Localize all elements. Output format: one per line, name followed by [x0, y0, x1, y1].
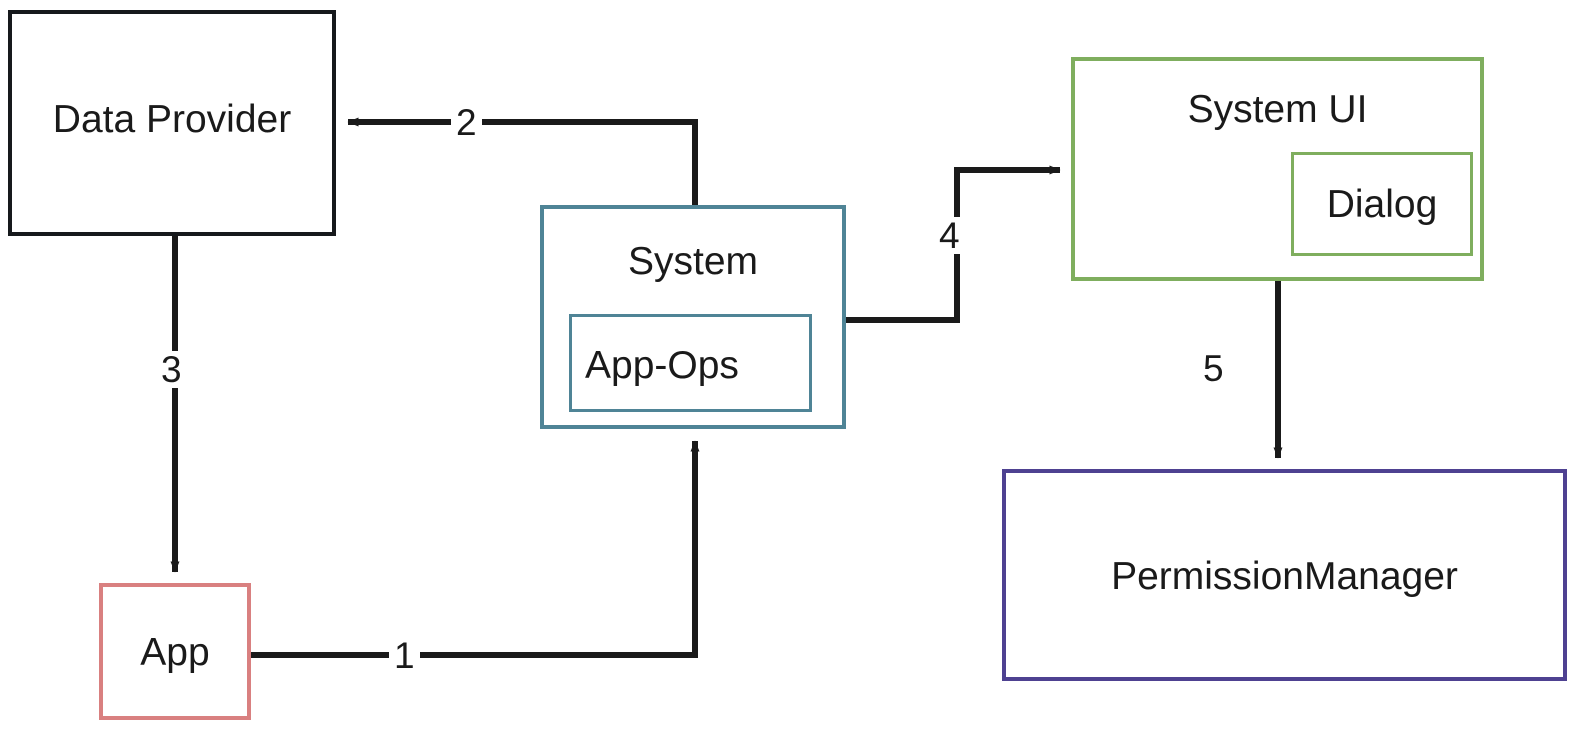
node-dialog-label: Dialog	[1326, 183, 1438, 226]
node-app[interactable]	[99, 583, 251, 720]
node-app-ops[interactable]	[569, 314, 812, 412]
edge-path-1	[251, 440, 700, 658]
node-system-ui-label: System UI	[1187, 88, 1368, 131]
node-app-ops-label: App-Ops	[585, 344, 739, 387]
node-data-provider[interactable]	[8, 10, 336, 236]
node-dialog[interactable]	[1291, 152, 1473, 256]
node-system-label: System	[627, 240, 759, 283]
edge-label-4: 4	[934, 217, 965, 254]
edge-label-3: 3	[156, 351, 187, 388]
edge-label-5: 5	[1198, 350, 1229, 387]
node-permission-manager-label: PermissionManager	[1111, 555, 1458, 598]
node-data-provider-label: Data Provider	[52, 98, 292, 141]
node-permission-manager[interactable]	[1002, 469, 1567, 681]
edge-label-1: 1	[389, 637, 420, 674]
node-app-label: App	[140, 631, 210, 674]
edge-path-2	[347, 117, 698, 205]
edge-label-2: 2	[451, 104, 482, 141]
